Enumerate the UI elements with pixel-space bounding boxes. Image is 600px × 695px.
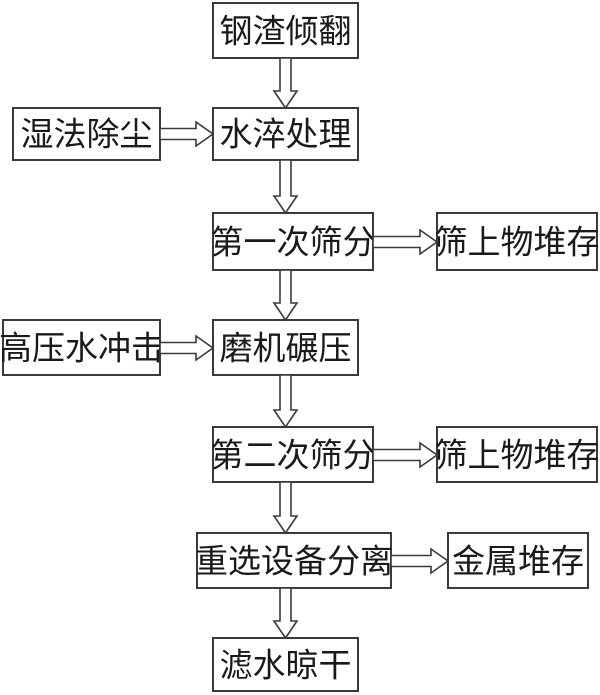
arrow-right-3: [159, 334, 215, 362]
node-mill-crushing: 磨机碾压: [212, 319, 359, 376]
node-high-pressure-water-label: 高压水冲击: [0, 329, 164, 368]
arrow-down-3: [272, 269, 299, 322]
arrow-down-5: [272, 481, 299, 535]
arrow-right-1: [159, 120, 215, 148]
node-dewatering-drying: 滤水晾干: [212, 637, 359, 692]
node-slag-tipping: 钢渣倾翻: [212, 2, 359, 59]
arrow-right-2: [372, 228, 439, 256]
node-dewatering-drying-label: 滤水晾干: [220, 646, 352, 685]
node-oversize-storage-1: 筛上物堆存: [435, 212, 600, 271]
arrow-down-6: [272, 587, 299, 640]
node-wet-dedusting-label: 湿法除尘: [21, 115, 153, 154]
node-slag-tipping-label: 钢渣倾翻: [220, 12, 352, 51]
node-first-screening: 第一次筛分: [211, 212, 376, 271]
node-oversize-storage-2: 筛上物堆存: [435, 426, 600, 483]
arrow-down-4: [272, 374, 299, 429]
node-water-quenching-label: 水淬处理: [220, 115, 352, 154]
node-metal-storage: 金属堆存: [447, 532, 589, 589]
arrow-down-1: [272, 57, 299, 110]
arrow-down-2: [272, 159, 299, 215]
node-mill-crushing-label: 磨机碾压: [220, 329, 352, 368]
node-wet-dedusting: 湿法除尘: [12, 107, 161, 161]
arrow-right-5: [390, 547, 450, 575]
arrow-right-4: [372, 441, 439, 469]
node-water-quenching: 水淬处理: [212, 107, 359, 161]
node-first-screening-label: 第一次筛分: [211, 223, 376, 262]
node-oversize-storage-1-label: 筛上物堆存: [435, 223, 600, 262]
node-gravity-separation: 重选设备分离: [195, 532, 393, 589]
node-oversize-storage-2-label: 筛上物堆存: [435, 436, 600, 475]
node-high-pressure-water: 高压水冲击: [0, 319, 164, 376]
node-metal-storage-label: 金属堆存: [452, 542, 584, 581]
node-second-screening: 第二次筛分: [211, 426, 376, 483]
node-gravity-separation-label: 重选设备分离: [195, 542, 393, 581]
node-second-screening-label: 第二次筛分: [211, 436, 376, 475]
